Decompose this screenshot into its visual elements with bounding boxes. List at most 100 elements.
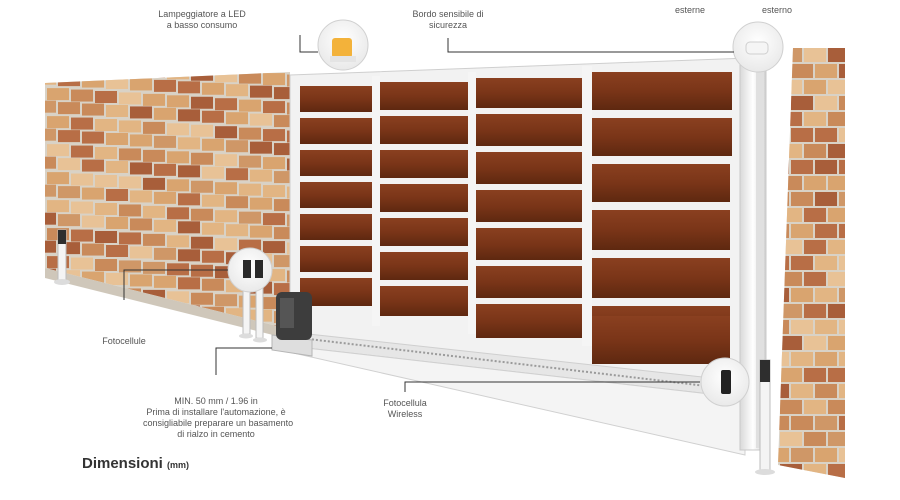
brick xyxy=(815,224,837,238)
brick xyxy=(815,320,837,334)
brick xyxy=(34,185,56,197)
brick xyxy=(71,258,93,270)
brick xyxy=(767,192,789,206)
brick xyxy=(178,137,200,149)
brick xyxy=(863,288,885,302)
external-label-left: esterne xyxy=(668,5,712,16)
brick xyxy=(34,213,56,225)
brick xyxy=(852,400,874,414)
brick xyxy=(167,95,189,107)
brick xyxy=(250,86,272,98)
brick xyxy=(250,142,272,154)
callout-led-lamp xyxy=(300,35,318,52)
brick xyxy=(143,94,165,106)
brick xyxy=(804,112,826,126)
brick xyxy=(239,212,261,224)
brick xyxy=(828,48,850,62)
brick xyxy=(154,220,176,232)
brick xyxy=(106,133,128,145)
brick xyxy=(130,218,152,230)
brick xyxy=(226,168,248,180)
brick xyxy=(34,241,56,253)
brick xyxy=(852,304,874,318)
brick xyxy=(839,64,861,78)
brick xyxy=(143,150,165,162)
brick xyxy=(767,256,789,270)
brick xyxy=(863,256,885,270)
brick xyxy=(58,214,80,226)
brick xyxy=(815,192,837,206)
brick xyxy=(215,154,237,166)
brick xyxy=(780,112,802,126)
brick xyxy=(106,189,128,201)
brick xyxy=(804,176,826,190)
brick xyxy=(23,87,45,99)
brick xyxy=(34,129,56,141)
brick xyxy=(47,88,69,100)
brick xyxy=(47,284,69,296)
brick xyxy=(815,352,837,366)
brick xyxy=(58,186,80,198)
dimensions-title: Dimensioni (mm) xyxy=(82,455,189,472)
brick xyxy=(791,64,813,78)
brick xyxy=(95,259,117,271)
brick xyxy=(23,199,45,211)
brick xyxy=(95,147,117,159)
brick xyxy=(58,74,80,86)
brick xyxy=(852,272,874,286)
brick xyxy=(34,157,56,169)
brick xyxy=(839,352,861,366)
brick xyxy=(250,170,272,182)
brick xyxy=(767,96,789,110)
brick xyxy=(791,448,813,462)
brick xyxy=(82,188,104,200)
brick xyxy=(804,304,826,318)
external-label-right: esterno xyxy=(755,5,799,16)
brick xyxy=(23,171,45,183)
brick xyxy=(852,336,874,350)
brick xyxy=(215,98,237,110)
brick xyxy=(178,249,200,261)
brick xyxy=(154,80,176,92)
brick xyxy=(215,126,237,138)
brick xyxy=(47,144,69,156)
brick xyxy=(178,333,200,345)
brick xyxy=(191,293,213,305)
brick xyxy=(863,128,885,142)
brick xyxy=(71,118,93,130)
brick xyxy=(47,116,69,128)
brick xyxy=(852,112,874,126)
brick xyxy=(202,111,224,123)
dimensions-title-text: Dimensioni xyxy=(82,455,163,472)
brick xyxy=(191,209,213,221)
brick xyxy=(23,227,45,239)
brick xyxy=(780,336,802,350)
brick xyxy=(191,153,213,165)
brick xyxy=(95,63,117,75)
brick xyxy=(815,64,837,78)
brick xyxy=(130,134,152,146)
brick xyxy=(143,66,165,78)
brick xyxy=(239,156,261,168)
brick xyxy=(263,129,285,141)
brick xyxy=(863,224,885,238)
brick xyxy=(239,72,261,84)
brick xyxy=(839,288,861,302)
brick xyxy=(23,311,45,323)
brick xyxy=(130,106,152,118)
brick xyxy=(143,234,165,246)
brick xyxy=(852,368,874,382)
brick xyxy=(154,332,176,344)
brick xyxy=(828,112,850,126)
brick xyxy=(250,114,272,126)
brick xyxy=(226,196,248,208)
brick xyxy=(191,125,213,137)
brick xyxy=(767,320,789,334)
brick xyxy=(852,144,874,158)
brick xyxy=(804,336,826,350)
brick xyxy=(143,318,165,330)
brick xyxy=(804,48,826,62)
brick xyxy=(852,432,874,446)
